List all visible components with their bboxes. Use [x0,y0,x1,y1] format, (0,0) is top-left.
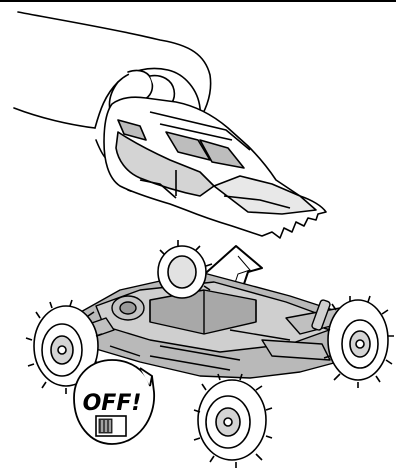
off-callout: OFF! [74,360,154,444]
car-body-shell [104,97,326,238]
off-label: OFF! [83,391,142,416]
wheel-front-left [194,374,272,468]
power-switch-icon [96,416,126,436]
